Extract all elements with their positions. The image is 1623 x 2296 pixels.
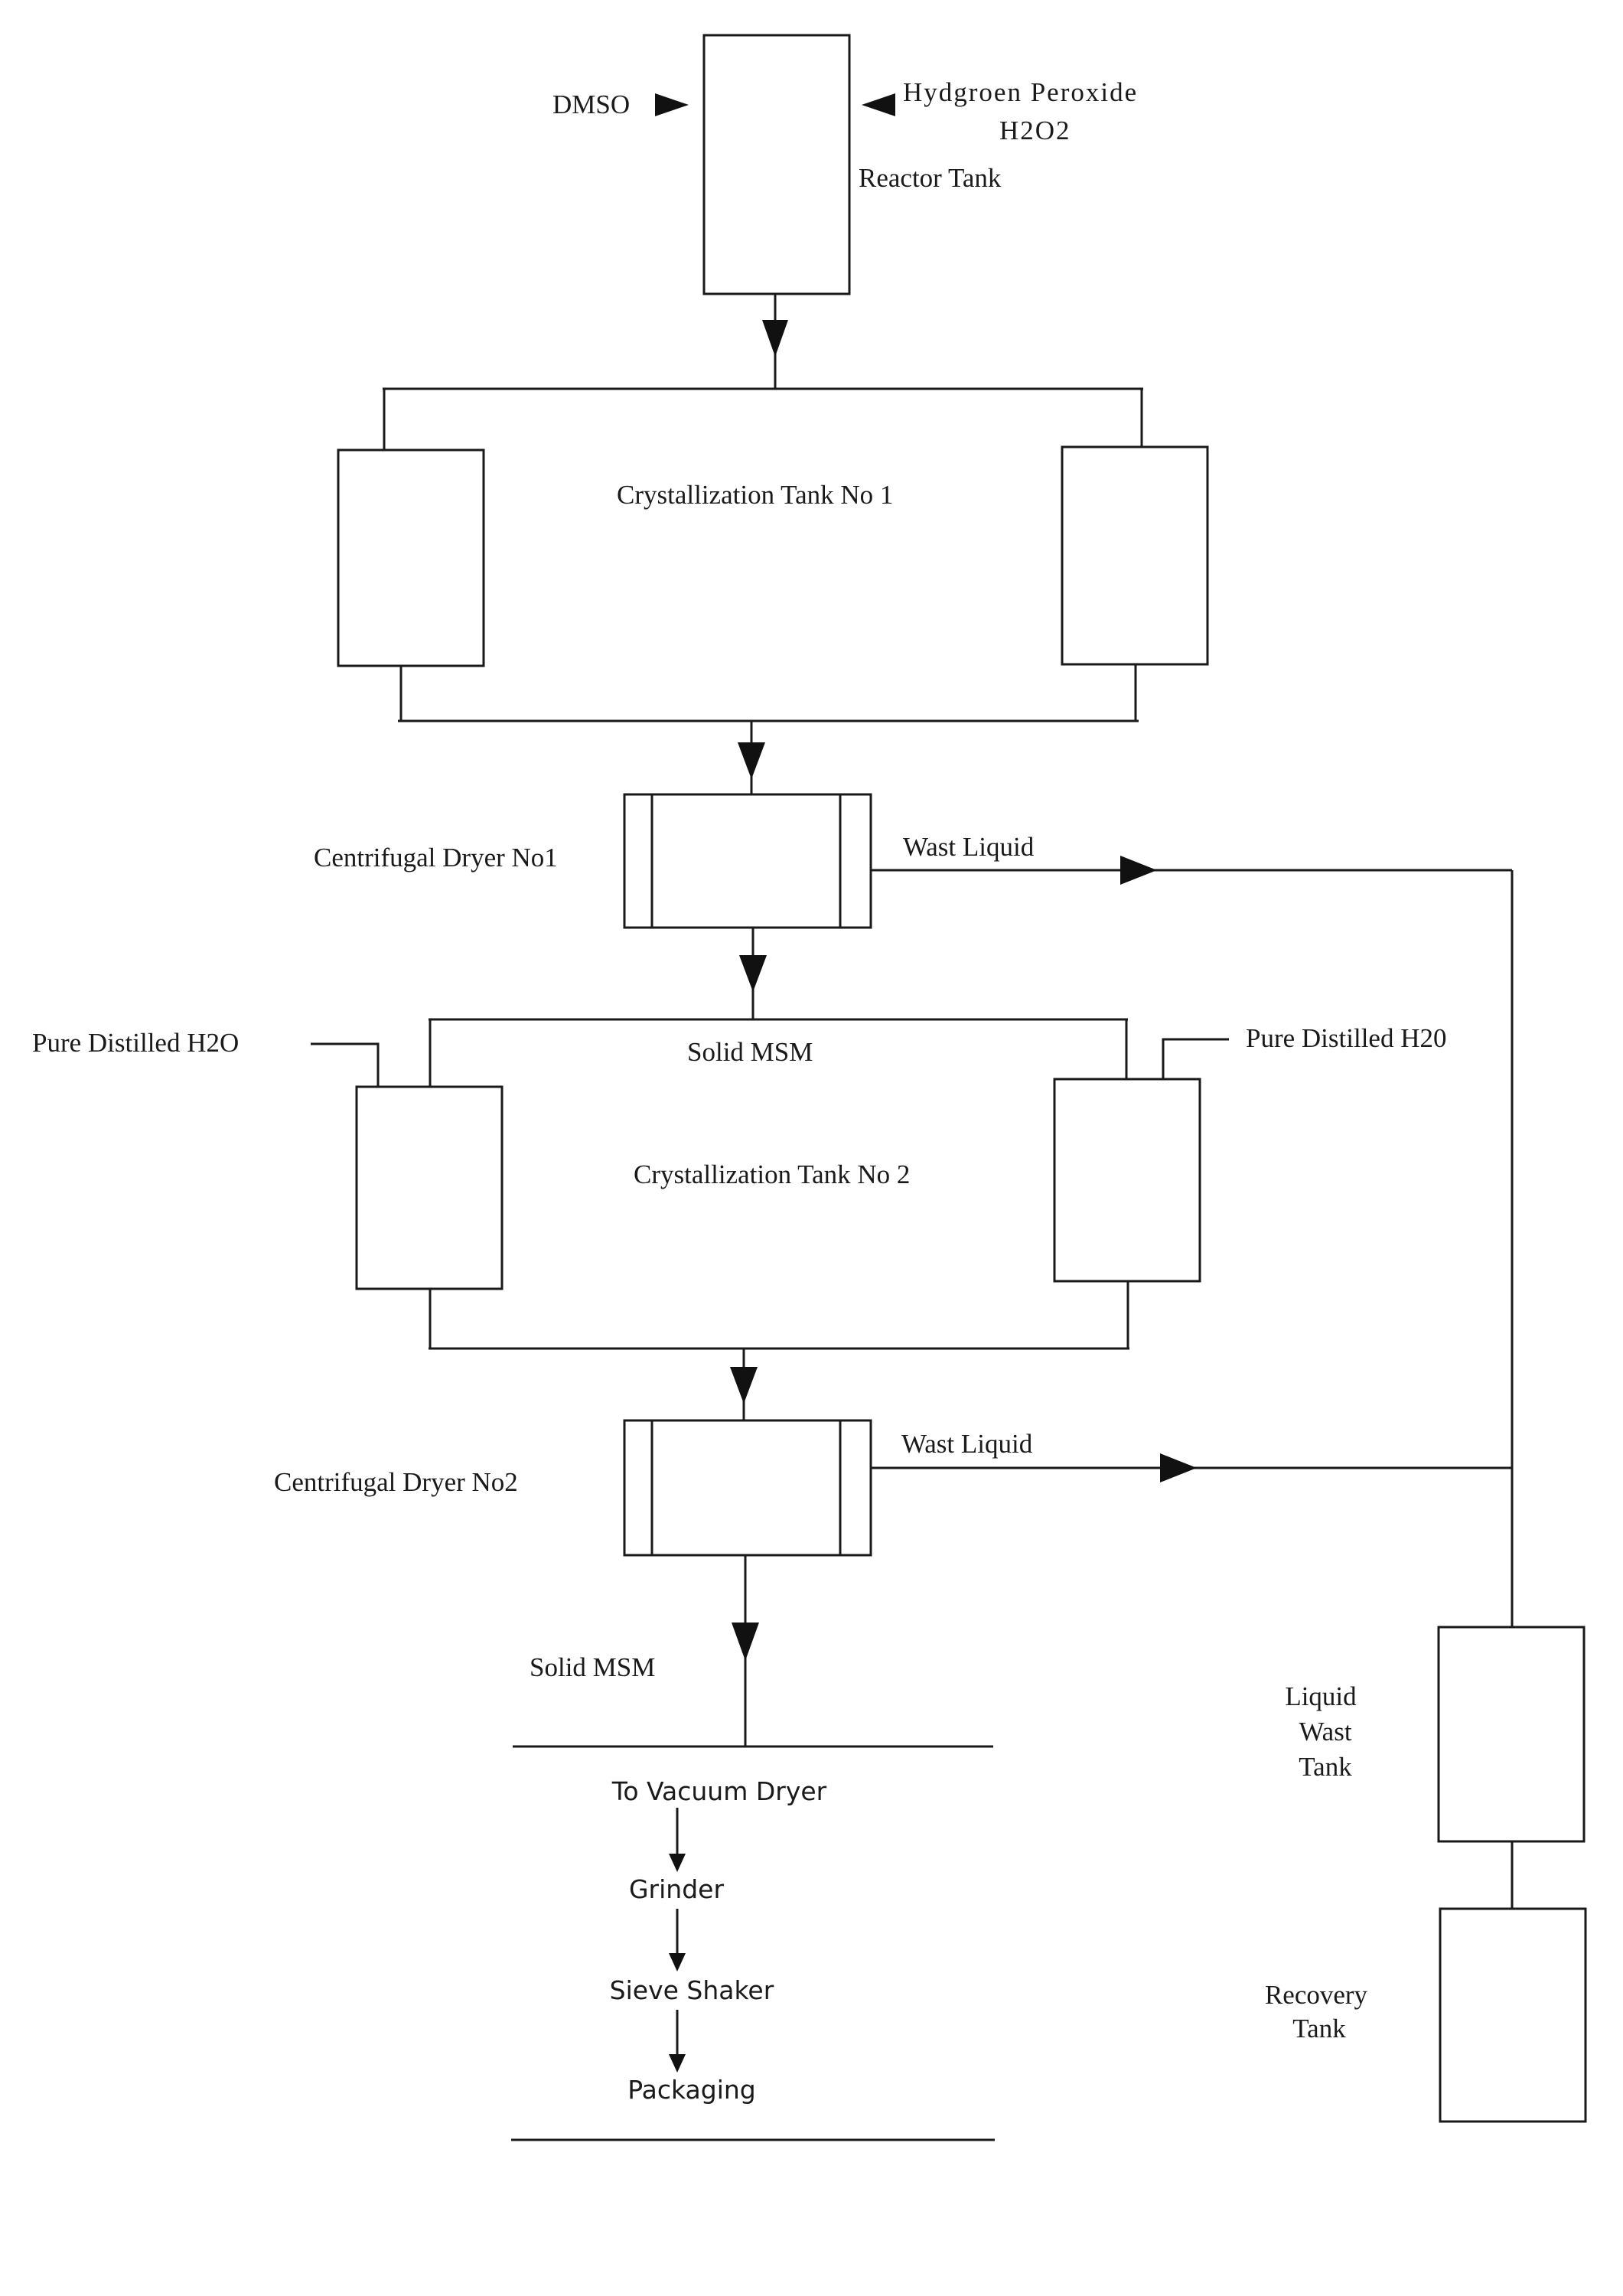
centrifugal-dryer-2-label: Centrifugal Dryer No2: [274, 1467, 518, 1497]
step-arrow-3: [669, 2054, 686, 2073]
centrifugal-dryer-1: [623, 793, 872, 929]
crystallization-tank-1-left: [337, 448, 485, 667]
liquid-wast-tank-label-line1: Liquid: [1285, 1681, 1357, 1711]
solid-msm-2-label: Solid MSM: [530, 1652, 655, 1682]
liquid-wast-tank: [1437, 1626, 1586, 1843]
solid-msm-1-label: Solid MSM: [687, 1037, 813, 1067]
recovery-tank-label-line1: Recovery: [1265, 1980, 1368, 2010]
final-step-packaging: Packaging: [627, 2075, 756, 2105]
dmso-label: DMSO: [552, 90, 630, 119]
crystallization-tank-2-left: [355, 1085, 504, 1290]
wast-liquid-2-label: Wast Liquid: [901, 1429, 1033, 1459]
dryer2-feed-arrow: [730, 1367, 758, 1404]
step-arrow-1: [669, 1854, 686, 1872]
h2o2-label: H2O2: [999, 116, 1071, 145]
pure-distilled-right-label: Pure Distilled H20: [1246, 1023, 1446, 1053]
dryer2-outlet-arrow: [732, 1623, 759, 1661]
reactor-outlet-arrow: [762, 320, 788, 357]
pure-distilled-left-label: Pure Distilled H2O: [32, 1028, 239, 1058]
waste-liquid-2-arrow: [1160, 1453, 1197, 1482]
dryer1-feed-arrow: [738, 742, 765, 779]
recovery-tank: [1439, 1907, 1587, 2123]
liquid-wast-tank-label-line3: Tank: [1299, 1752, 1352, 1782]
recovery-tank-label-line2: Tank: [1292, 2014, 1346, 2043]
reactor-tank-label: Reactor Tank: [859, 163, 1002, 193]
hydrogen-peroxide-label: Hydgroen Peroxide: [903, 77, 1138, 107]
crystallization-tank-2-label: Crystallization Tank No 2: [634, 1159, 910, 1189]
centrifugal-dryer-2: [623, 1419, 872, 1557]
crystallization-tank-1-label: Crystallization Tank No 1: [617, 480, 893, 510]
liquid-wast-tank-label-line2: Wast: [1299, 1717, 1351, 1746]
crystallization-tank-2-right: [1053, 1078, 1201, 1283]
distilled-water-left-line: [311, 1042, 380, 1087]
reactor-tank: [702, 34, 851, 295]
final-step-sieve-shaker: Sieve Shaker: [610, 1975, 774, 2005]
waste-liquid-1-arrow: [1120, 856, 1157, 885]
wast-liquid-1-label: Wast Liquid: [903, 832, 1035, 862]
step-arrow-2: [669, 1953, 686, 1971]
dryer1-outlet-arrow: [739, 955, 767, 992]
dmso-inlet-arrow: [655, 93, 689, 116]
distilled-water-right-line: [1162, 1038, 1229, 1079]
h2o2-inlet-arrow: [862, 93, 895, 116]
centrifugal-dryer-1-label: Centrifugal Dryer No1: [314, 843, 558, 872]
final-step-vacuum-dryer: To Vacuum Dryer: [611, 1776, 827, 1806]
crystallization-tank-1-right: [1061, 445, 1209, 666]
final-step-grinder: Grinder: [629, 1874, 724, 1904]
